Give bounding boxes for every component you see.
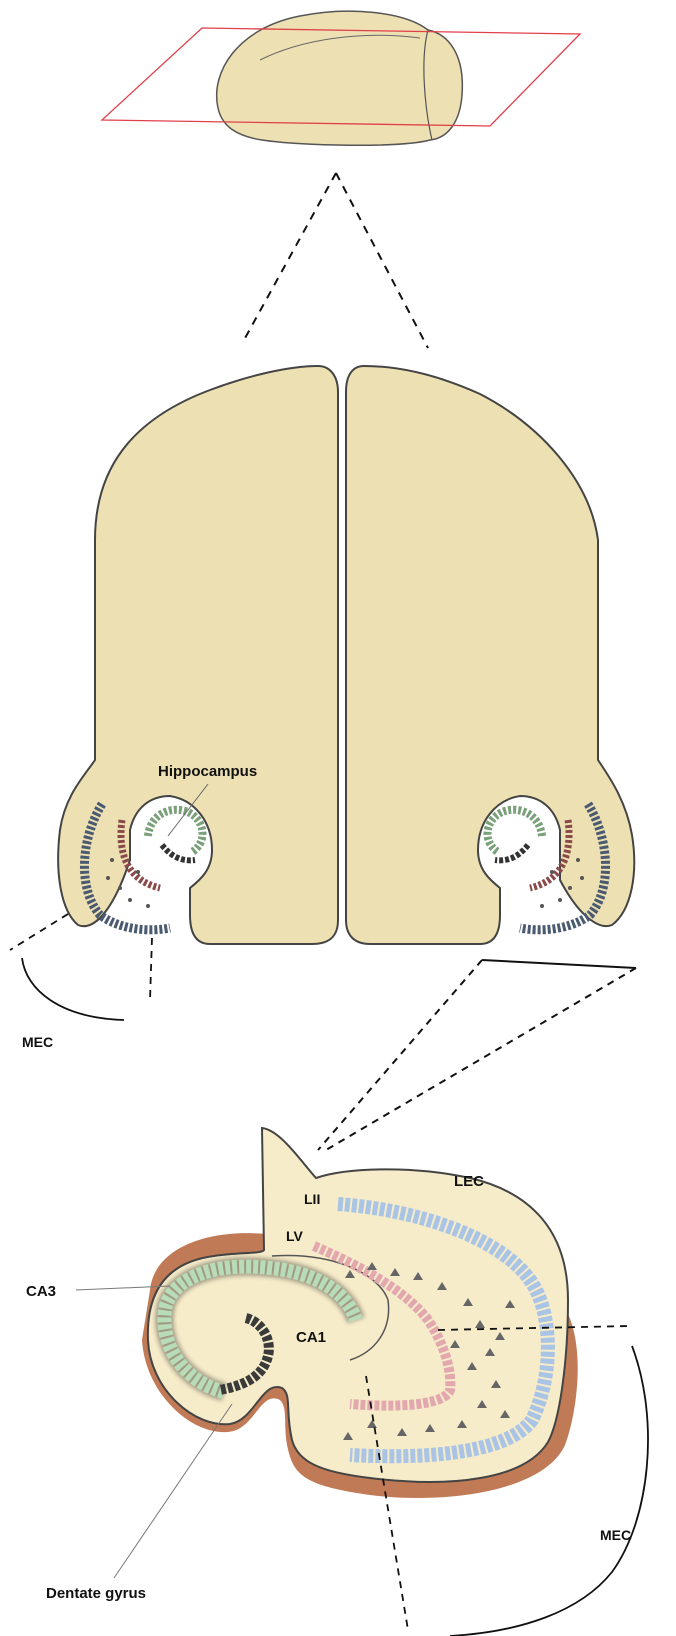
dentate-gyrus-leader [114, 1404, 232, 1578]
whole-brain-with-plane [102, 11, 580, 145]
mec-top-label: MEC [22, 1034, 53, 1050]
left-hemisphere [58, 366, 338, 944]
enlarged-section: LII LV LEC CA3 CA1 Dentate gyrus MEC [26, 1128, 648, 1636]
left-dentate-cells [162, 845, 195, 860]
right-dentate-cells [495, 845, 528, 860]
zoom-lines-bottom [318, 960, 636, 1150]
ca3-label: CA3 [26, 1283, 56, 1300]
ca1-label: CA1 [296, 1329, 326, 1346]
mec-bottom-label: MEC [600, 1527, 631, 1543]
right-ca-field-cells [487, 810, 542, 852]
left-ca-field-cells [148, 810, 203, 852]
hippocampus-label: Hippocampus [158, 763, 257, 780]
zoom-lines-top [244, 173, 428, 348]
dentate-gyrus-label: Dentate gyrus [46, 1585, 146, 1602]
lec-label: LEC [454, 1173, 484, 1190]
horizontal-section: Hippocampus MEC [10, 366, 634, 1050]
lv-label: LV [286, 1228, 304, 1244]
lii-label: LII [304, 1191, 320, 1207]
right-hemisphere [346, 366, 634, 944]
